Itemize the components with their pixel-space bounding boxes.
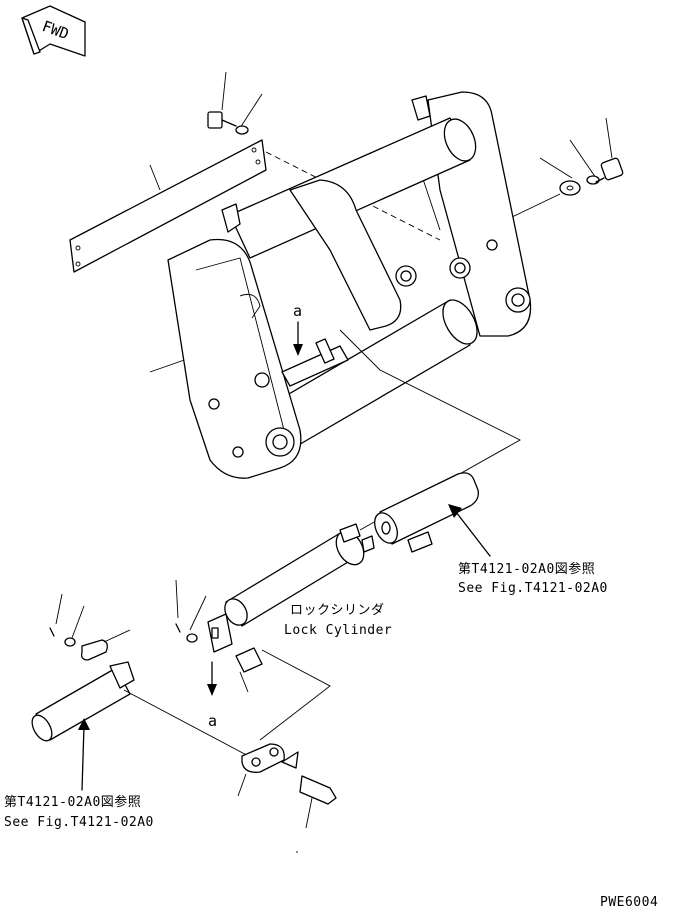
ref-right-en: See Fig.T4121-02A0	[458, 581, 608, 596]
label-a-top: a	[293, 302, 302, 320]
label-a-bottom: a	[208, 712, 217, 730]
fwd-arrow-icon	[21, 5, 86, 57]
arrow-a-top	[293, 321, 303, 356]
cover-plate	[69, 139, 267, 273]
clevis-pin	[175, 579, 263, 693]
ref-right-jp: 第T4121-02A0図参照	[458, 561, 595, 577]
lock-cylinder	[207, 523, 375, 653]
bottom-link	[237, 743, 337, 853]
drawing-number: PWE6004	[600, 895, 658, 910]
coupler-frame	[167, 91, 532, 479]
clevis-link-leader	[259, 649, 331, 741]
ref-left-jp: 第T4121-02A0図参照	[4, 794, 141, 810]
cylinder-label-jp: ロックシリンダ	[290, 603, 385, 618]
arrow-a-bottom	[207, 661, 217, 696]
fwd-badge: FWD	[21, 5, 86, 57]
top-washer	[235, 125, 249, 135]
cylinder-barrel	[374, 472, 479, 553]
top-bolt	[207, 111, 249, 135]
right-bolt	[559, 157, 624, 196]
top-leaders	[149, 71, 613, 191]
ref-left-en: See Fig.T4121-02A0	[4, 815, 154, 830]
cylinder-label-en: Lock Cylinder	[284, 623, 392, 638]
pin-link-leader	[123, 689, 257, 761]
left-pointer	[78, 718, 90, 791]
left-small-parts	[49, 593, 131, 661]
left-pin	[31, 661, 135, 742]
pointer-arrow-icon	[448, 504, 491, 557]
